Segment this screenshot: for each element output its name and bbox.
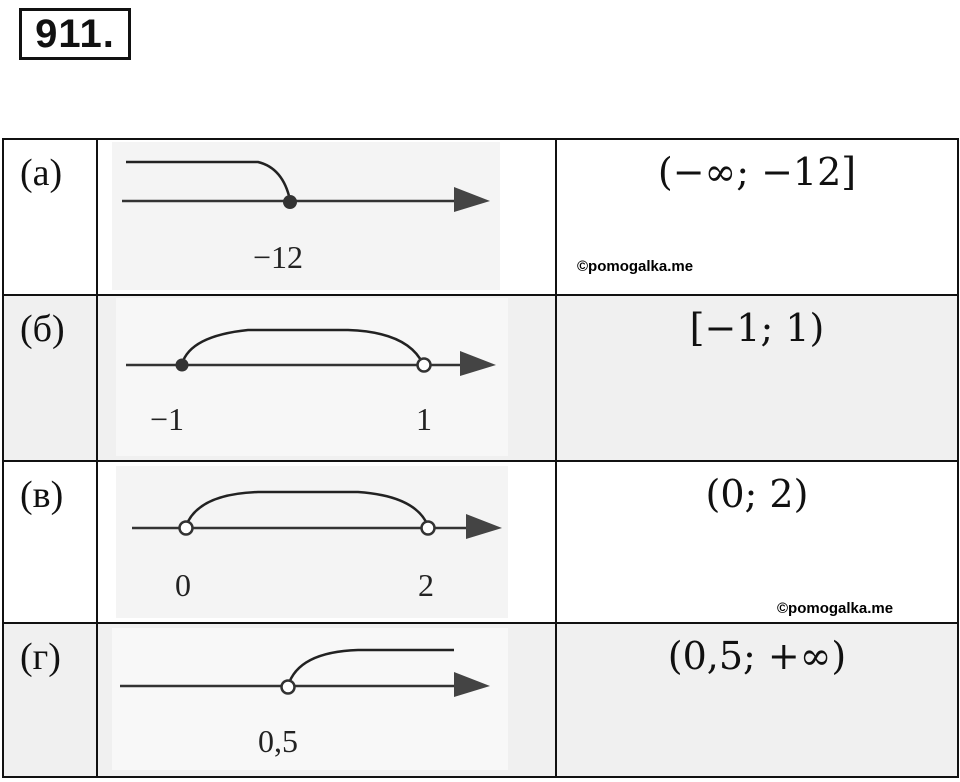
row-label: (а) <box>20 152 63 194</box>
open-point <box>416 357 432 373</box>
figure-panel <box>112 142 500 290</box>
row-label-cell: (г) <box>2 622 98 778</box>
figure-cell: −1 1 <box>96 294 557 462</box>
answer-cell: (0; 2) ©pomogalka.me <box>555 460 959 624</box>
answer-table: (а) −12 (−∞; −12] ©pomogalka.me (б) <box>2 138 959 778</box>
answer-cell: (−∞; −12] ©pomogalka.me <box>555 138 959 296</box>
row-label-cell: (в) <box>2 460 98 624</box>
axis-arrow-icon <box>460 351 496 376</box>
answer-cell: (0,5; +∞) <box>555 622 959 778</box>
point-label: 2 <box>418 567 434 603</box>
table-row: (в) 0 2 (0; 2) ©pomogalka.me <box>2 460 959 624</box>
figure-panel <box>116 298 508 456</box>
interval-answer: (0; 2) <box>705 472 809 516</box>
open-point <box>280 679 296 695</box>
shading-arc <box>180 328 425 365</box>
shading-arc <box>286 648 454 687</box>
closed-point <box>283 195 297 209</box>
figure-cell: 0 2 <box>96 460 557 624</box>
number-line: 0 2 <box>132 490 502 603</box>
figure-cell: 0,5 <box>96 622 557 778</box>
open-point <box>178 520 194 536</box>
interval-answer: [−1; 1) <box>689 306 825 350</box>
axis-arrow-icon <box>466 514 502 539</box>
row-label: (б) <box>20 308 65 350</box>
point-label: −1 <box>150 401 184 437</box>
number-line: 0,5 <box>120 648 490 759</box>
table-row: (а) −12 (−∞; −12] ©pomogalka.me <box>2 138 959 296</box>
closed-point <box>175 358 189 372</box>
table-row: (б) −1 1 [−1; 1) <box>2 294 959 462</box>
axis-arrow-icon <box>454 672 490 697</box>
row-label: (г) <box>20 636 61 678</box>
interval-answer: (0,5; +∞) <box>667 634 847 678</box>
watermark: ©pomogalka.me <box>777 600 894 617</box>
row-label: (в) <box>20 474 64 516</box>
interval-answer: (−∞; −12] <box>657 150 857 194</box>
row-label-cell: (а) <box>2 138 98 296</box>
row-label-cell: (б) <box>2 294 98 462</box>
problem-number: 911. <box>19 8 131 60</box>
watermark: ©pomogalka.me <box>577 258 694 275</box>
axis-arrow-icon <box>454 187 490 212</box>
shading-arc <box>126 160 292 201</box>
point-label: −12 <box>253 239 303 275</box>
number-line: −1 1 <box>126 328 496 437</box>
shading-arc <box>184 490 430 527</box>
table-row: (г) 0,5 (0,5; +∞) <box>2 622 959 778</box>
point-label: 0,5 <box>258 723 298 759</box>
figure-cell: −12 <box>96 138 557 296</box>
open-point <box>420 520 436 536</box>
figure-panel <box>112 628 508 770</box>
point-label: 1 <box>416 401 432 437</box>
number-line: −12 <box>122 160 490 275</box>
point-label: 0 <box>175 567 191 603</box>
answer-cell: [−1; 1) <box>555 294 959 462</box>
